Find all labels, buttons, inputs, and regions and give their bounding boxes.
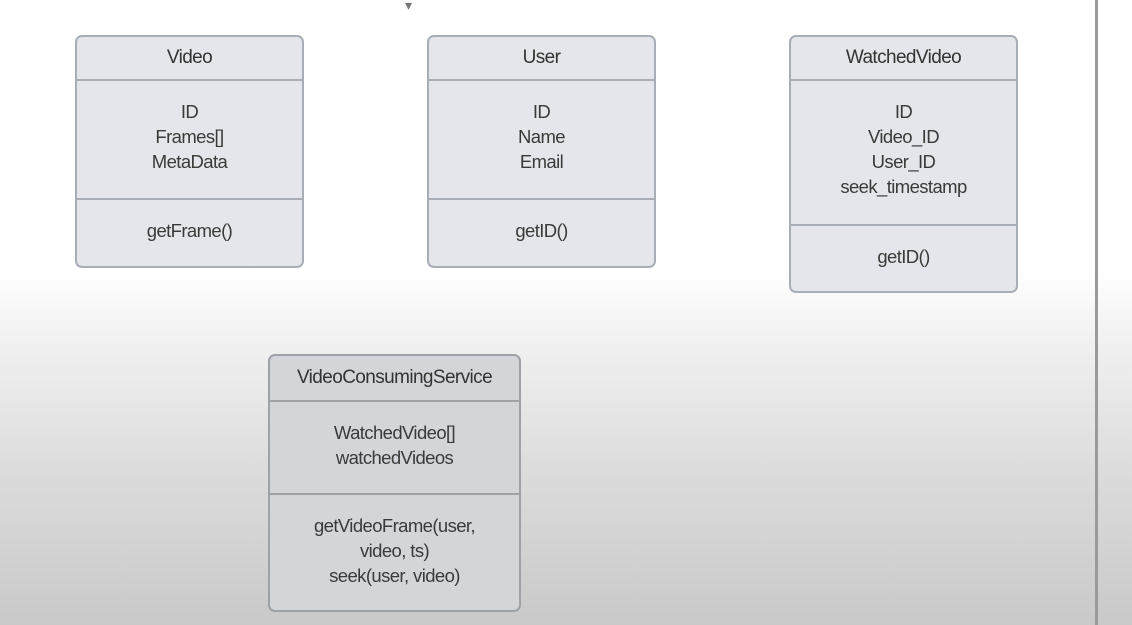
attribute-text: WatchedVideo[] [333, 422, 456, 443]
class-box-video[interactable]: Video ID Frames[] MetaData getFrame() [75, 35, 304, 268]
attribute-text: ID [180, 101, 199, 122]
attribute-text: ID [532, 101, 551, 122]
class-box-video-consuming-service[interactable]: VideoConsumingService WatchedVideo[] wat… [268, 354, 521, 612]
class-methods: getID() [429, 200, 654, 266]
attribute-text: User_ID [871, 151, 936, 172]
class-attributes: ID Video_ID User_ID seek_timestamp [791, 81, 1016, 226]
attribute-text: seek_timestamp [840, 176, 967, 197]
method-text: getVideoFrame(user, [313, 515, 476, 536]
mouse-cursor-icon: ▾ [405, 0, 413, 13]
method-text: getFrame() [146, 220, 233, 241]
class-box-watched-video[interactable]: WatchedVideo ID Video_ID User_ID seek_ti… [789, 35, 1018, 293]
method-text: getID() [515, 220, 568, 241]
class-attributes: ID Frames[] MetaData [77, 81, 302, 200]
class-title: Video [77, 37, 302, 81]
attribute-text: Frames[] [155, 126, 224, 147]
attribute-text: Video_ID [868, 126, 940, 147]
attribute-text: Email [519, 151, 564, 172]
attribute-text: ID [894, 101, 913, 122]
vertical-divider [1095, 0, 1098, 625]
class-attributes: WatchedVideo[] watchedVideos [270, 402, 519, 495]
method-text: video, ts) [359, 540, 430, 561]
class-title: VideoConsumingService [270, 356, 519, 402]
method-text: seek(user, video) [329, 565, 460, 586]
class-title: User [429, 37, 654, 81]
class-methods: getVideoFrame(user, video, ts) seek(user… [270, 495, 519, 610]
class-box-user[interactable]: User ID Name Email getID() [427, 35, 656, 268]
class-title: WatchedVideo [791, 37, 1016, 81]
class-attributes: ID Name Email [429, 81, 654, 200]
attribute-text: watchedVideos [335, 447, 454, 468]
attribute-text: MetaData [151, 151, 228, 172]
class-methods: getFrame() [77, 200, 302, 266]
method-text: getID() [877, 246, 930, 267]
class-methods: getID() [791, 226, 1016, 291]
attribute-text: Name [518, 126, 566, 147]
